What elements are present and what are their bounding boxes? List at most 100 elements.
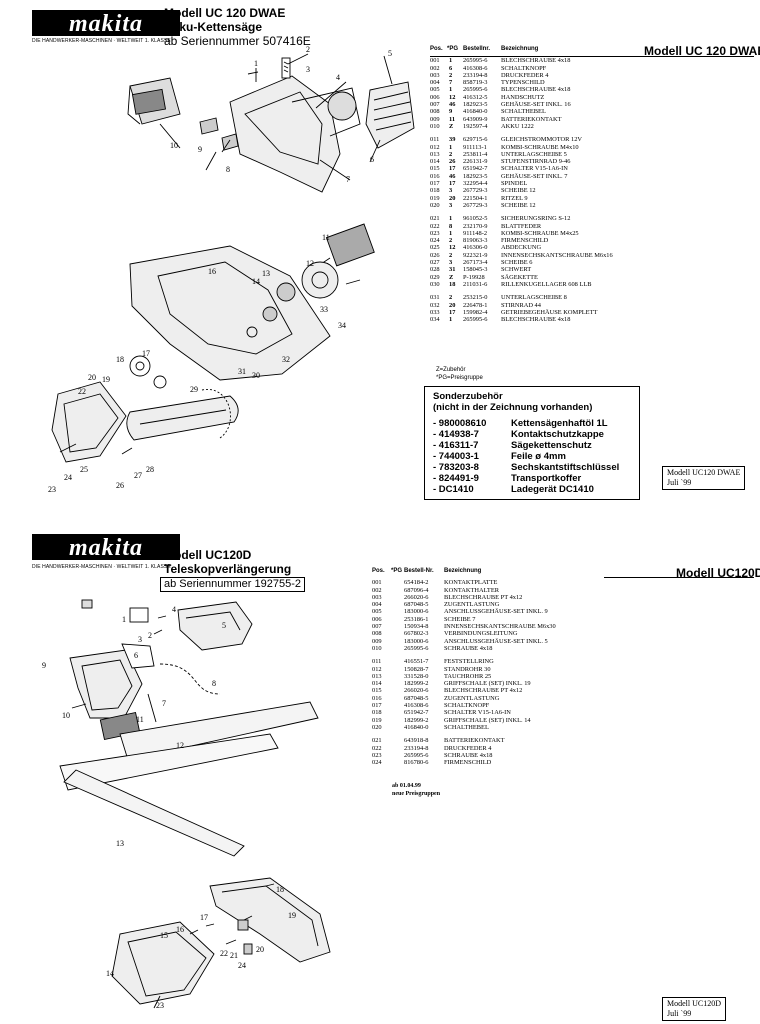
cell-bez: SCHEIBE 12 — [501, 187, 536, 195]
svg-text:22: 22 — [220, 949, 228, 958]
cell-pos: 022 — [430, 222, 440, 230]
cell-bez: RITZEL 9 — [501, 194, 528, 202]
cell-bez: BLECHSCHRAUBE 4x18 — [501, 316, 571, 324]
cell-pos: 023 — [372, 751, 382, 759]
cell-pos: 011 — [372, 658, 382, 666]
svg-text:20: 20 — [256, 945, 264, 954]
svg-text:11: 11 — [322, 233, 330, 242]
cell-pg: Z — [449, 122, 454, 130]
svg-text:16: 16 — [176, 925, 184, 934]
cell-bez: SCHEIBE 12 — [501, 201, 536, 209]
svg-text:10: 10 — [170, 141, 178, 150]
cell-pos: 033 — [430, 308, 440, 316]
cell-pos: 021 — [430, 215, 440, 223]
cell-pg: 7 — [449, 79, 453, 87]
cell-pos: 026 — [430, 251, 440, 259]
serial-number: ab Seriennummer 507416E — [164, 34, 311, 48]
cell-bez: GETRIEBEGEHÄUSE KOMPLETT — [501, 308, 598, 316]
svg-text:33: 33 — [320, 305, 328, 314]
svg-text:9: 9 — [42, 661, 46, 670]
cell-pos: 009 — [372, 637, 382, 645]
cell-pos: 013 — [430, 150, 440, 158]
sonder-number: - 980008610 — [433, 418, 487, 429]
header-rule-2 — [604, 577, 754, 578]
cell-bez: ZUGENTLASTUNG — [444, 694, 500, 702]
cell-nr: 265995-6 — [404, 751, 429, 759]
svg-text:34: 34 — [338, 321, 346, 330]
svg-text:19: 19 — [102, 375, 110, 384]
cell-nr: 416840-0 — [404, 723, 429, 731]
cell-pos: 008 — [430, 108, 440, 116]
cell-nr: 182923-5 — [463, 172, 488, 180]
logo-tagline: DIE HANDWERKER-MASCHINEN · WELTWEIT 1. K… — [32, 38, 171, 44]
cell-pos: 015 — [430, 165, 440, 173]
cell-pos: 014 — [372, 680, 382, 688]
cell-bez: RILLENKUGELLAGER 608 LLB — [501, 280, 592, 288]
cell-nr: 331528-0 — [404, 672, 429, 680]
cell-pos: 009 — [430, 115, 440, 123]
cell-pos: 031 — [430, 294, 440, 302]
svg-text:1: 1 — [254, 59, 258, 68]
cell-pos: 025 — [430, 244, 440, 252]
cell-pg: 2 — [449, 294, 453, 302]
cell-nr: 416551-7 — [404, 658, 429, 666]
cell-nr: 253811-4 — [463, 150, 488, 158]
cell-bez: GRIFFSCHALE (SET) INKL. 19 — [444, 680, 531, 688]
svg-text:21: 21 — [230, 951, 238, 960]
cell-bez: FIRMENSCHILD — [444, 759, 492, 767]
cell-bez: KONTAKTPLATTE — [444, 579, 498, 587]
cell-pg: 2 — [449, 251, 453, 259]
cell-bez: GEHÄUSE-SET INKL. 16 — [501, 101, 571, 109]
cell-bez: BLATTFEDER — [501, 222, 542, 230]
cell-pg: 1 — [449, 57, 453, 65]
sonder-desc: Transportkoffer — [511, 473, 582, 484]
svg-text:31: 31 — [238, 367, 246, 376]
cell-bez: SCHRAUBE 4x18 — [444, 644, 493, 652]
cell-bez: SICHERUNGSRING S-12 — [501, 215, 571, 223]
cell-pos: 005 — [372, 608, 382, 616]
svg-text:5: 5 — [388, 49, 392, 58]
cell-nr: 266020-6 — [404, 593, 429, 601]
sonder-subtitle: (nicht in der Zeichnung vorhanden) — [433, 402, 593, 413]
cell-nr: 654184-2 — [404, 579, 429, 587]
sonder-desc: Sechskantstiftschlüssel — [511, 462, 620, 473]
cell-bez: STIRNRAD 44 — [501, 301, 541, 309]
cell-bez: SCHWERT — [501, 266, 532, 274]
svg-text:14: 14 — [252, 277, 260, 286]
stamp-model-2: Modell UC120D — [667, 999, 721, 1008]
cell-pg: 2 — [449, 150, 453, 158]
cell-pos: 032 — [430, 301, 440, 309]
model-title: Modell UC 120 DWAE — [164, 6, 286, 20]
cell-pos: 010 — [372, 644, 382, 652]
cell-pg: 17 — [449, 180, 456, 188]
svg-text:17: 17 — [200, 913, 208, 922]
cell-nr: 267729-3 — [463, 201, 488, 209]
cell-pos: 005 — [430, 86, 440, 94]
svg-text:7: 7 — [162, 699, 166, 708]
cell-pos: 015 — [372, 687, 382, 695]
note-pg: *PG=Preisgruppe — [436, 375, 483, 381]
cell-pg: 6 — [449, 64, 453, 72]
cell-bez: VERBINDUNGSLEITUNG — [444, 630, 518, 638]
svg-text:9: 9 — [198, 145, 202, 154]
cell-bez: SÄGEKETTE — [501, 273, 538, 281]
